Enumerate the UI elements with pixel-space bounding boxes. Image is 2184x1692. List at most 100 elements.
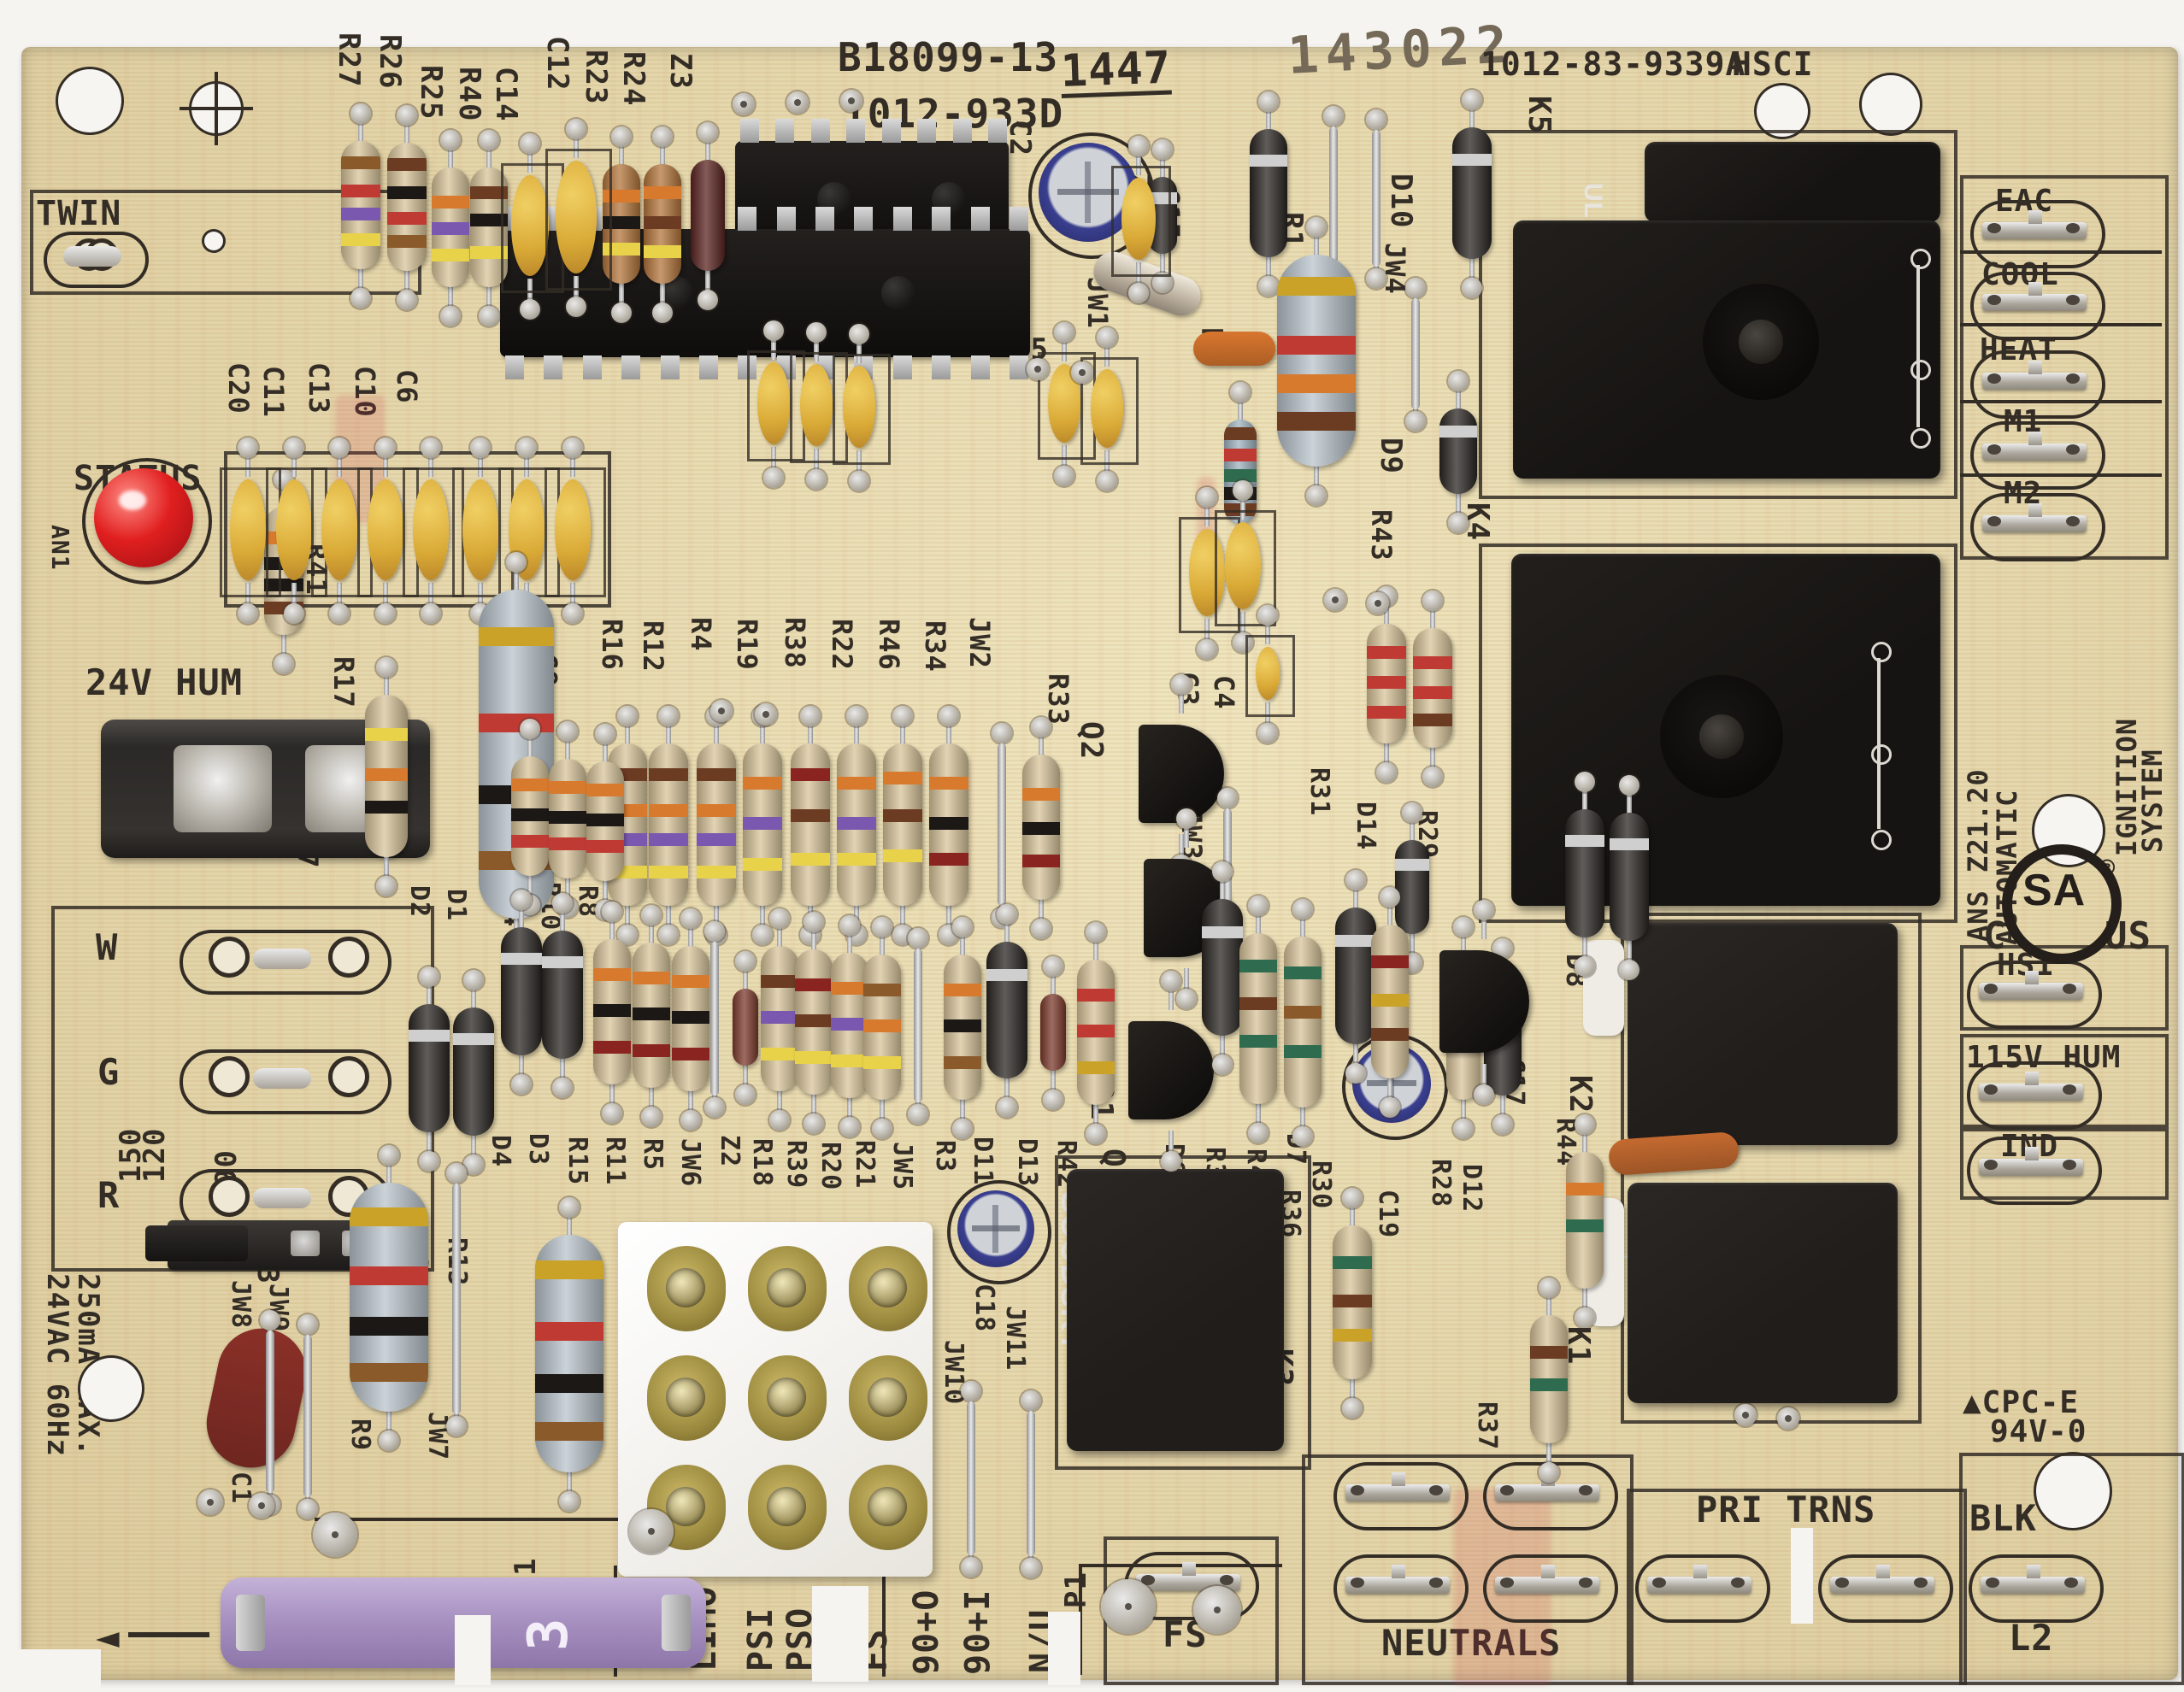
component-lead xyxy=(427,1131,432,1158)
terminal-hole xyxy=(2066,223,2080,233)
solder-pad xyxy=(1539,1278,1559,1298)
socket-pin xyxy=(666,1378,705,1417)
silkscreen-label: R15 xyxy=(562,1137,592,1186)
terminal-outline xyxy=(1333,1462,1469,1530)
ic-pin xyxy=(892,355,912,379)
capacitor-outline xyxy=(1215,510,1276,626)
component-lead xyxy=(625,718,630,745)
ic-pin xyxy=(892,207,912,231)
ceramic-capacitor xyxy=(1189,529,1225,616)
pad-center xyxy=(258,1502,265,1509)
resistor-band xyxy=(837,817,876,830)
jumper-wire xyxy=(1329,126,1338,263)
terminal-blk-l2 xyxy=(1981,1577,2085,1594)
solder-pad xyxy=(379,1431,399,1451)
pad-center xyxy=(718,708,725,714)
silkscreen-label: C20 xyxy=(222,362,255,414)
solder-pad xyxy=(419,966,439,987)
ic-pin xyxy=(917,119,937,143)
component-lead xyxy=(1093,1103,1098,1131)
resistor-band xyxy=(479,713,554,732)
resistor xyxy=(1239,933,1277,1104)
terminal-hole xyxy=(2066,295,2080,305)
solder-pad xyxy=(1097,327,1117,348)
diode-cathode-band xyxy=(1395,859,1429,871)
solder-pad xyxy=(238,603,258,624)
resistor-band xyxy=(649,768,688,781)
component-lead xyxy=(1093,934,1098,961)
silkscreen-label: K2 xyxy=(1563,1075,1598,1114)
silkscreen-outline xyxy=(1627,1489,1967,1685)
ceramic-capacitor xyxy=(413,479,449,580)
component-lead xyxy=(688,920,693,948)
solder-pad xyxy=(1342,1188,1363,1208)
resistor-band xyxy=(1413,656,1452,669)
silkscreen-label: R16 xyxy=(596,619,628,671)
pad-center xyxy=(332,1531,338,1538)
transistor xyxy=(1139,724,1224,823)
silkscreen-outline xyxy=(1479,543,1957,923)
ceramic-capacitor xyxy=(368,479,403,580)
solder-pad xyxy=(350,103,371,124)
silkscreen-label: R20 xyxy=(815,1142,845,1191)
diode xyxy=(1335,908,1376,1044)
silkscreen-label: D14 xyxy=(1351,802,1380,851)
solder-pad xyxy=(440,130,461,150)
ic-pin xyxy=(621,355,641,379)
resistor-band xyxy=(929,817,968,830)
resistor-band xyxy=(1566,1182,1604,1196)
silkscreen-label: JW2 xyxy=(963,617,996,669)
solder-pad xyxy=(297,1499,318,1519)
fuse-rating-label: 3 xyxy=(517,1617,581,1651)
jumper-wire xyxy=(914,949,922,1102)
component-lead xyxy=(524,449,529,477)
component-lead xyxy=(386,1410,391,1437)
resistor-band xyxy=(432,196,469,209)
component-lead xyxy=(1220,1034,1225,1061)
resistor-band xyxy=(387,158,427,171)
terminal-hsi xyxy=(1979,983,2083,1000)
component-lead xyxy=(1169,982,1174,1010)
terminal-hole xyxy=(1579,1577,1592,1588)
solder-pad xyxy=(1619,775,1639,796)
component-lead xyxy=(383,449,388,477)
silkscreen-label: JW6 xyxy=(675,1138,705,1188)
component-lead xyxy=(427,978,432,1006)
silkscreen-label: R22 xyxy=(826,619,858,671)
component-lead xyxy=(386,1157,391,1184)
component-lead xyxy=(519,1054,524,1081)
pad-center xyxy=(794,99,801,106)
ic-dimple xyxy=(881,276,916,310)
terminal-outline xyxy=(1970,493,2105,561)
terminal-neutral xyxy=(1495,1577,1599,1594)
solder-pad xyxy=(1366,268,1386,289)
component-lead xyxy=(1582,1126,1587,1154)
terminal-outline xyxy=(1970,421,2105,490)
mounting-hole xyxy=(2036,1454,2110,1528)
terminal-hole xyxy=(1731,1577,1745,1588)
solder-pad xyxy=(1021,1390,1041,1411)
ic-pin xyxy=(1010,207,1028,231)
solder-pad xyxy=(1292,899,1313,919)
solder-pad xyxy=(511,890,532,910)
diode xyxy=(1395,840,1429,934)
solder-pad xyxy=(1575,1307,1595,1328)
component-lead xyxy=(567,1471,572,1498)
terminal-hole xyxy=(1220,1575,1233,1585)
ic-pin xyxy=(815,207,835,231)
pad-center xyxy=(648,1528,655,1535)
solder-pad xyxy=(1448,513,1469,533)
component-lead xyxy=(1387,899,1392,926)
solder-pad xyxy=(698,122,718,143)
diode-cathode-band xyxy=(1439,426,1477,438)
component-lead xyxy=(619,282,624,309)
resistor-band xyxy=(1284,1045,1322,1058)
terminal-115v-hum xyxy=(1979,1084,2083,1101)
diode-cathode-band xyxy=(1610,838,1649,850)
component-lead xyxy=(527,874,533,902)
ceramic-capacitor xyxy=(800,364,833,446)
component-lead xyxy=(1204,499,1210,526)
component-lead xyxy=(358,115,363,143)
diode-cathode-band xyxy=(986,969,1027,981)
resistor-band xyxy=(350,1317,428,1337)
